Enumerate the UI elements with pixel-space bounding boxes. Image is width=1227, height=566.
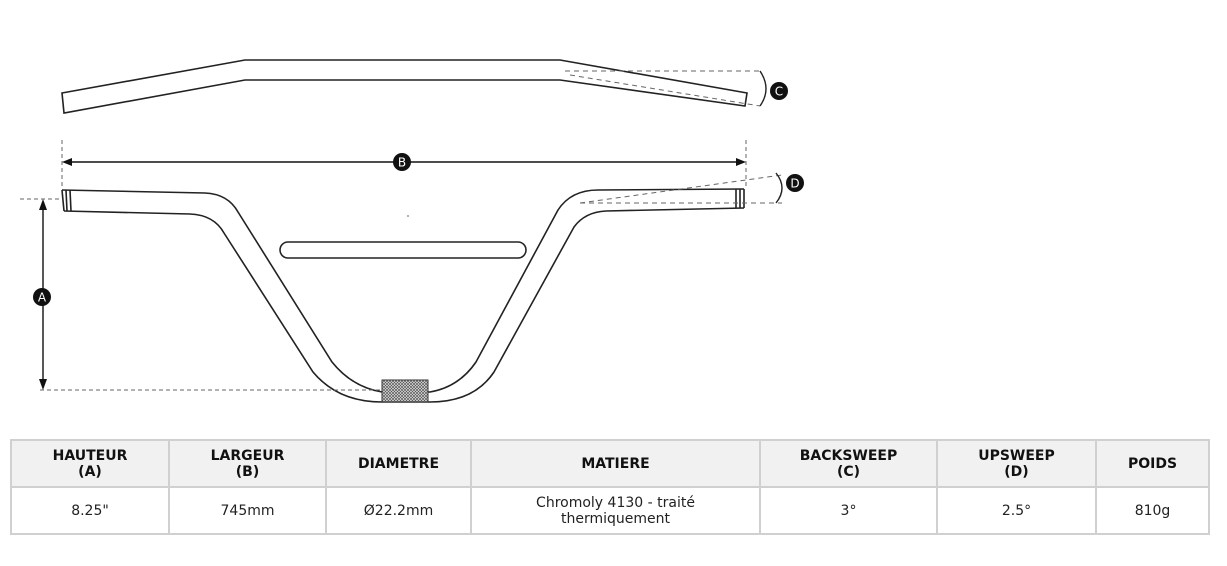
value-poids: 810g (1095, 486, 1210, 535)
knurled-clamp-area (381, 379, 429, 403)
marker-b: B (393, 153, 411, 171)
header-diametre: DIAMETRE (325, 439, 472, 488)
handlebar-front-view (61, 188, 745, 403)
svg-text:C: C (775, 85, 783, 99)
value-diametre: Ø22.2mm (325, 486, 472, 535)
value-upsweep: 2.5° (936, 486, 1097, 535)
marker-a: A (33, 288, 51, 306)
center-mark (407, 215, 409, 217)
svg-text:A: A (38, 291, 47, 305)
handlebar-diagram: A B C D (20, 59, 804, 403)
backsweep-arc (759, 70, 767, 107)
header-poids: POIDS (1095, 439, 1210, 488)
value-backsweep: 3° (759, 486, 938, 535)
header-backsweep: BACKSWEEP(C) (759, 439, 938, 488)
height-dimension (20, 198, 380, 391)
spec-table: HAUTEUR(A) LARGEUR(B) DIAMETRE MATIERE B… (10, 439, 1210, 535)
value-largeur: 745mm (168, 486, 327, 535)
handlebar-top-view (61, 59, 748, 114)
marker-c: C (770, 82, 788, 100)
spec-header-row: HAUTEUR(A) LARGEUR(B) DIAMETRE MATIERE B… (10, 439, 1210, 488)
value-hauteur: 8.25" (10, 486, 170, 535)
upsweep-arc (775, 172, 783, 204)
svg-text:D: D (790, 177, 799, 191)
spec-value-row: 8.25" 745mm Ø22.2mm Chromoly 4130 - trai… (10, 486, 1210, 535)
header-upsweep: UPSWEEP(D) (936, 439, 1097, 488)
header-largeur: LARGEUR(B) (168, 439, 327, 488)
svg-text:B: B (398, 156, 406, 170)
header-hauteur: HAUTEUR(A) (10, 439, 170, 488)
backsweep-guides (565, 70, 761, 107)
header-matiere: MATIERE (470, 439, 761, 488)
marker-d: D (786, 174, 804, 192)
upsweep-guides (579, 174, 783, 204)
